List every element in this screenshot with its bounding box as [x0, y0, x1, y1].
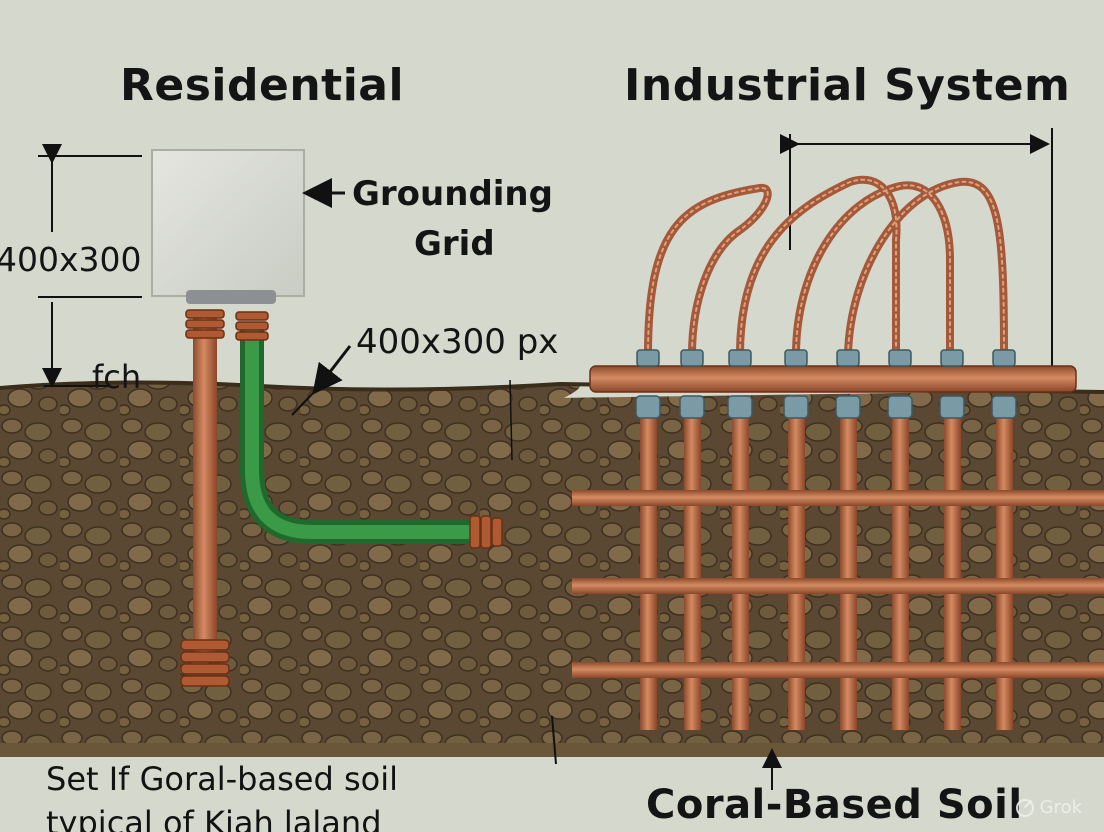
industrial-grid-bars [572, 490, 1104, 678]
soil-depth-marker [509, 379, 513, 461]
residential-depth-label: fch [92, 358, 142, 396]
coral-soil-label: Coral-Based Soil [646, 782, 1023, 828]
watermark-text: Grok [1039, 797, 1082, 818]
residential-caption-line2-clip: typical of Kiah laland [46, 800, 546, 832]
residential-caption-line2: typical of Kiah laland [46, 804, 382, 832]
pipe-callout-leader [291, 389, 317, 416]
industrial-braided-conductors [644, 175, 1008, 359]
residential-ground-rod [180, 309, 230, 687]
grounding-grid-label: Grounding [352, 174, 553, 214]
industrial-connectors [635, 349, 1017, 419]
grok-logo-icon [1015, 798, 1034, 817]
watermark: Grok [1015, 797, 1082, 818]
soil-ground [0, 380, 1104, 757]
residential-title: Residential [120, 60, 405, 111]
green-ground-wire [235, 311, 503, 549]
industrial-bus-bar [589, 365, 1077, 393]
residential-dimension-label: 400x300 [0, 240, 142, 279]
industrial-title: Industrial System [624, 60, 1071, 111]
junction-box [151, 149, 305, 304]
pipe-callout-arrow [312, 345, 352, 395]
grounding-grid-label-line2: Grid [414, 224, 495, 264]
residential-caption: Set If Goral-based soil [46, 760, 398, 798]
industrial-span-dimension [780, 128, 1053, 368]
boundary-marker [551, 715, 557, 765]
pipe-size-label: 400x300 px [356, 322, 559, 362]
industrial-ground-rods [640, 405, 1013, 730]
residential-dimension [38, 144, 142, 388]
